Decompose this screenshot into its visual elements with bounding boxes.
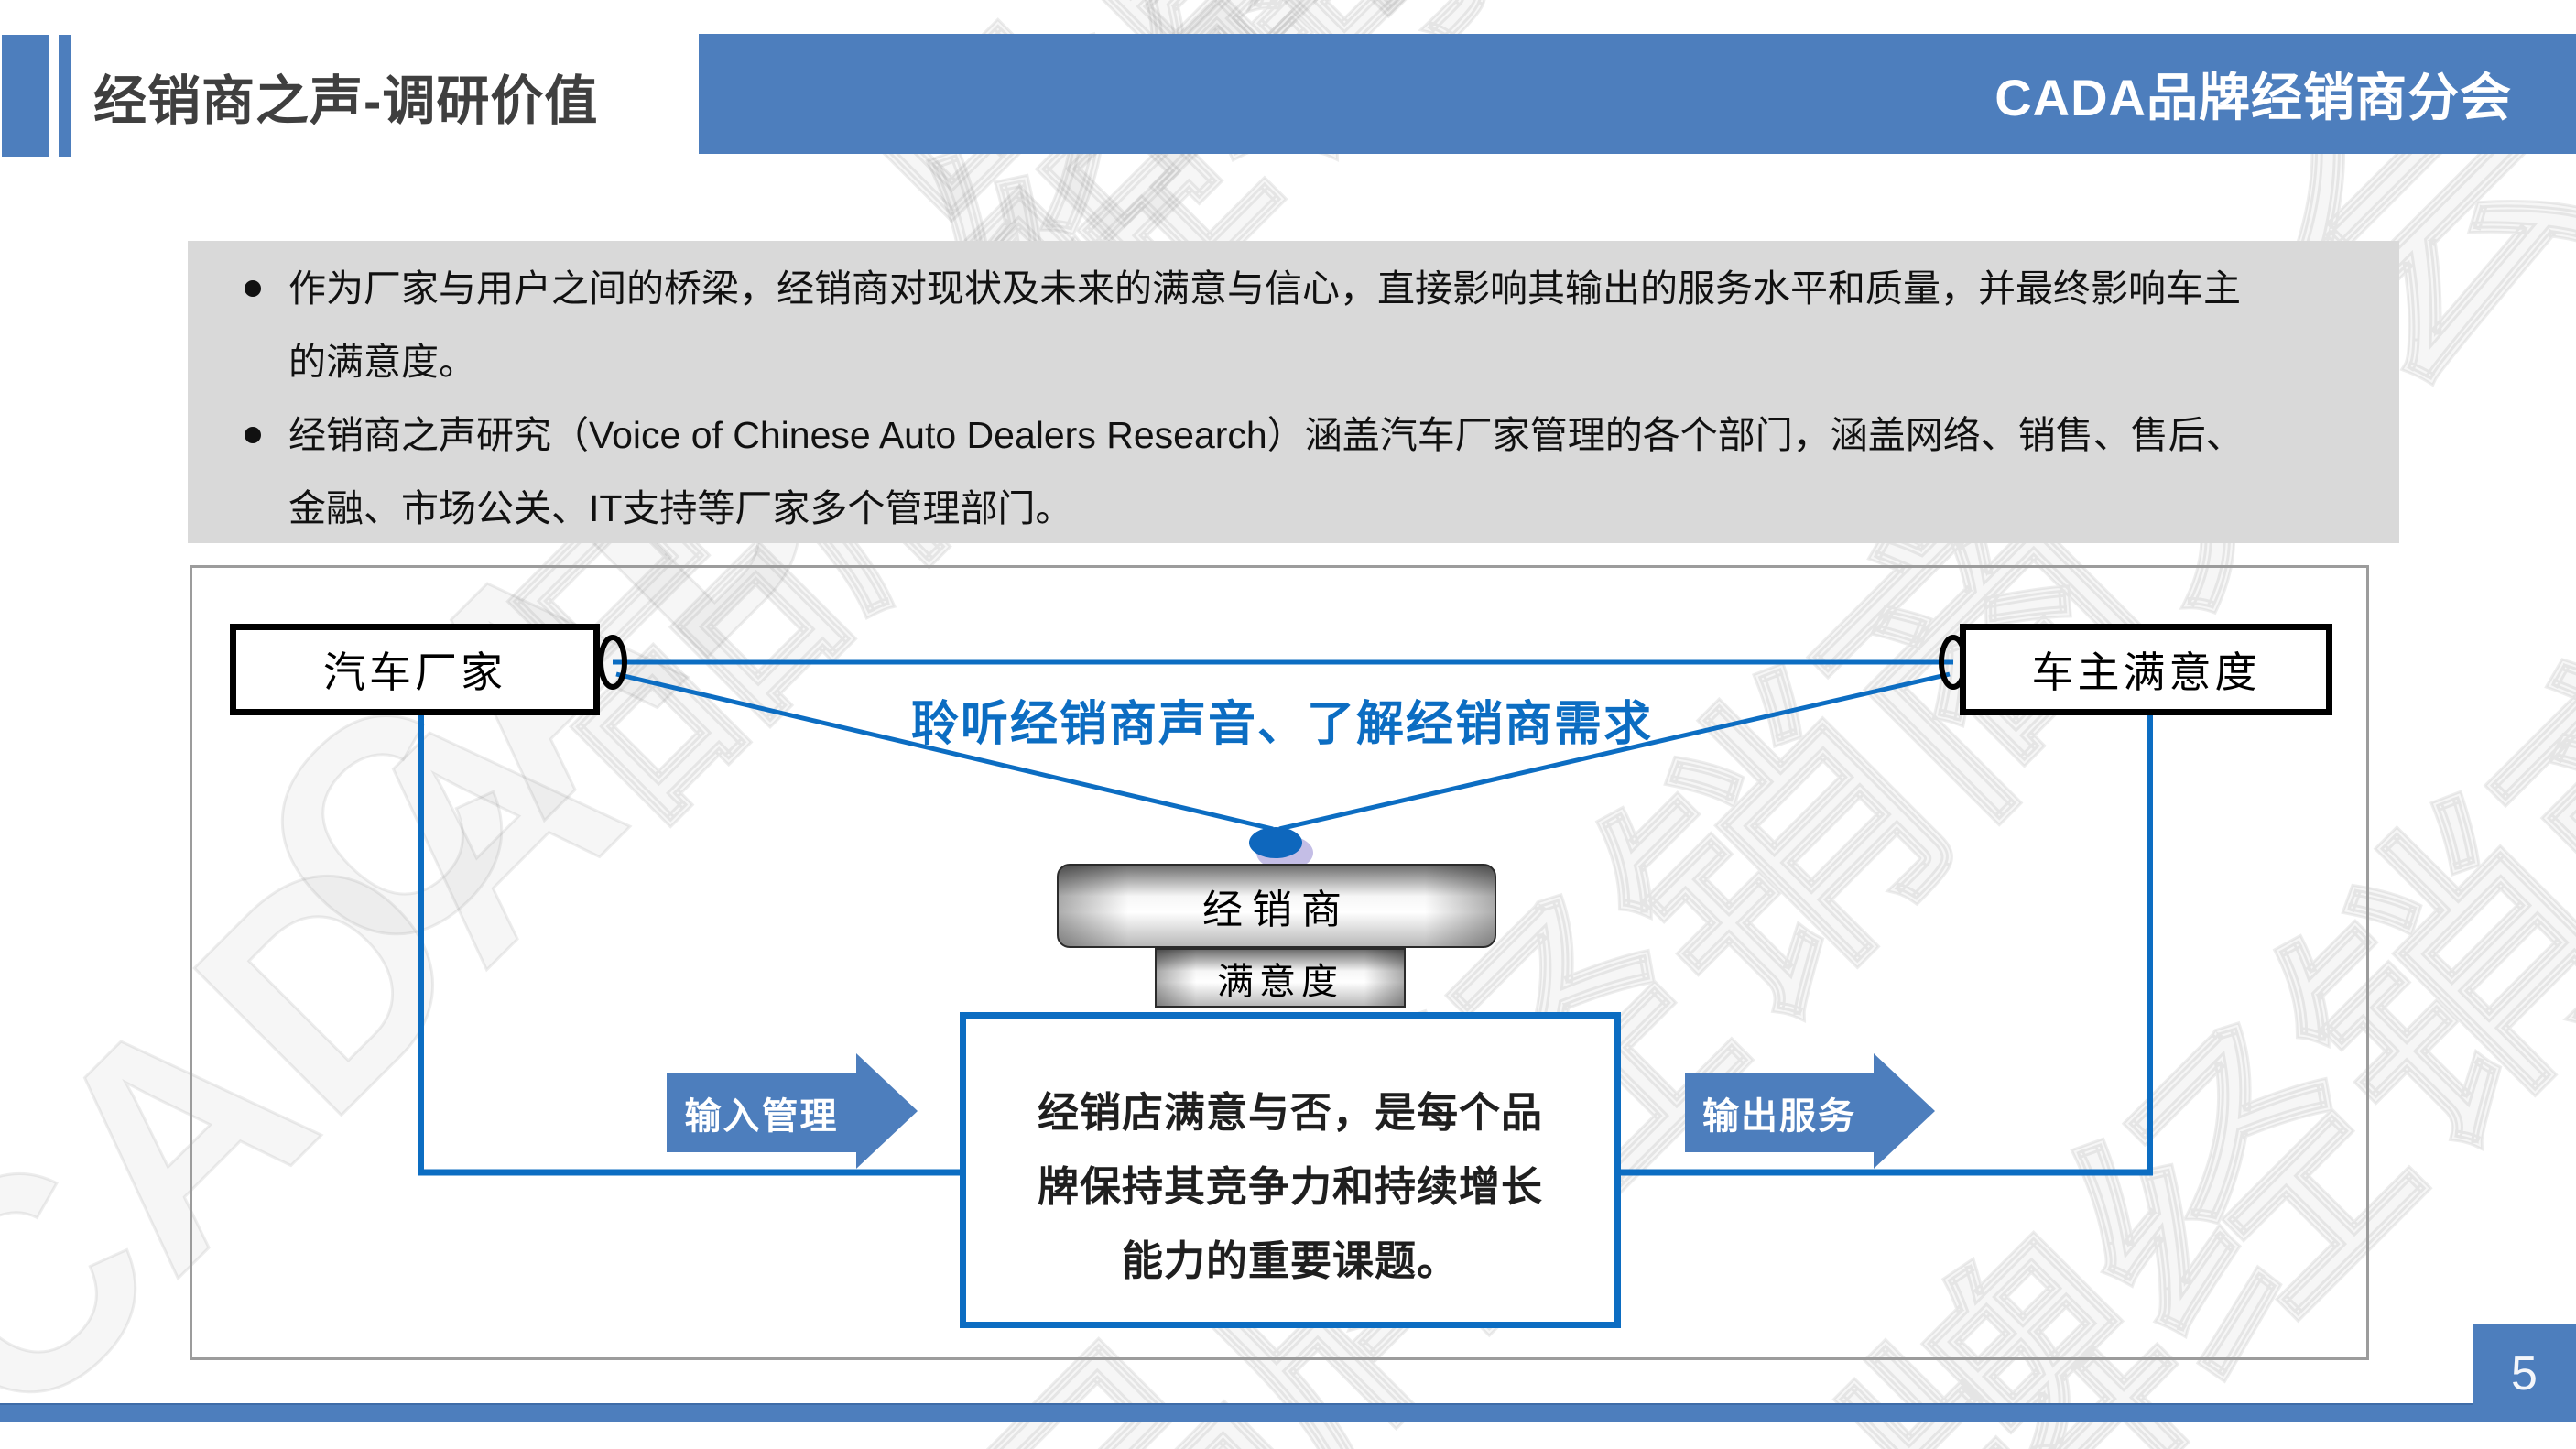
diagram-frame (190, 565, 2369, 1360)
owner-satisfaction-box: 车主满意度 (1960, 624, 2332, 715)
bullet-line: 作为厂家与用户之间的桥梁，经销商对现状及未来的满意与信心，直接影响其输出的服务水… (288, 267, 2241, 310)
right-diagonal-line (1278, 671, 1951, 832)
bullet-marker-icon (245, 427, 261, 443)
bullet-marker-icon (245, 280, 261, 297)
page-title: 经销商之声-调研价值 (93, 71, 599, 131)
satisfaction-box: 满意度 (1155, 948, 1406, 1008)
diagram-headline: 聆听经销商声音、了解经销商需求 (910, 698, 1653, 751)
center-statement-line: 牌保持其竞争力和持续增长 (1037, 1163, 1543, 1210)
title-accent-bar-thick (2, 35, 49, 157)
page-number: 5 (2473, 1324, 2576, 1422)
header-band: CADA品牌经销商分会 (699, 34, 2576, 154)
bullet-item: 经销商之声研究（Voice of Chinese Auto Dealers Re… (245, 398, 2372, 543)
footer-bar (0, 1403, 2576, 1422)
left-oval-connector (598, 635, 627, 690)
bullet-line: 经销商之声研究（Voice of Chinese Auto Dealers Re… (288, 414, 2244, 456)
center-statement-box: 经销店满意与否，是每个品 牌保持其竞争力和持续增长 能力的重要课题。 (960, 1012, 1621, 1328)
hub-dot (1249, 827, 1302, 858)
manufacturer-box: 汽车厂家 (230, 624, 600, 715)
title-accent-bar-thin (59, 35, 71, 157)
input-arrow-label: 输入管理 (684, 1096, 839, 1137)
output-arrow-shape (1685, 1053, 1935, 1169)
bullet-line: 的满意度。 (288, 341, 476, 383)
input-arrow-shape (667, 1053, 918, 1169)
output-arrow-label: 输出服务 (1702, 1096, 1856, 1137)
intro-panel: 作为厂家与用户之间的桥梁，经销商对现状及未来的满意与信心，直接影响其输出的服务水… (188, 241, 2399, 543)
bullet-item: 作为厂家与用户之间的桥梁，经销商对现状及未来的满意与信心，直接影响其输出的服务水… (245, 252, 2372, 398)
center-statement-line: 经销店满意与否，是每个品 (1037, 1089, 1543, 1136)
dealer-box: 经销商 (1057, 864, 1496, 948)
bullet-line: 金融、市场公关、IT支持等厂家多个管理部门。 (288, 487, 1073, 529)
left-diagonal-line (615, 671, 1274, 832)
org-name: CADA品牌经销商分会 (1994, 69, 2512, 126)
center-statement-line: 能力的重要课题。 (1121, 1237, 1459, 1284)
